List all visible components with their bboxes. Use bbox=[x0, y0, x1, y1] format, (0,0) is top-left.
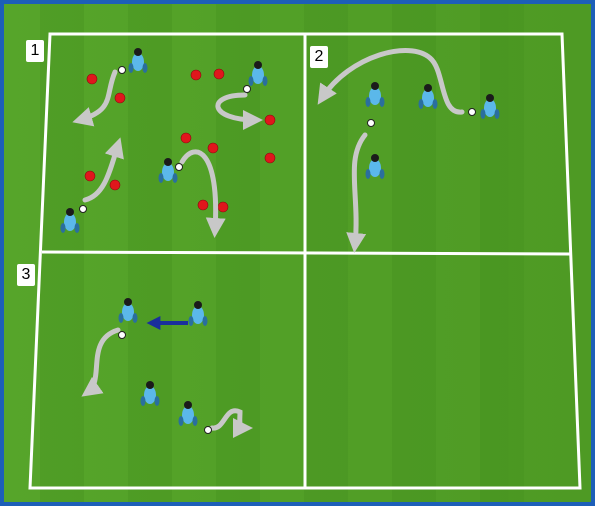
cone-marker-icon bbox=[208, 143, 218, 153]
zone-label-2: 2 bbox=[310, 46, 328, 68]
cone-marker-icon bbox=[265, 115, 275, 125]
cone-marker-icon bbox=[191, 70, 201, 80]
soccer-ball-icon bbox=[469, 109, 476, 116]
soccer-ball-icon bbox=[176, 164, 183, 171]
soccer-ball-icon bbox=[119, 67, 126, 74]
soccer-ball-icon bbox=[205, 427, 212, 434]
cone-marker-icon bbox=[87, 74, 97, 84]
zone-label-3: 3 bbox=[17, 264, 35, 286]
soccer-ball-icon bbox=[119, 332, 126, 339]
zone-label-1: 1 bbox=[26, 40, 44, 62]
soccer-ball-icon bbox=[80, 206, 87, 213]
cone-marker-icon bbox=[265, 153, 275, 163]
soccer-ball-icon bbox=[368, 120, 375, 127]
cone-marker-icon bbox=[110, 180, 120, 190]
cone-marker-icon bbox=[85, 171, 95, 181]
cone-marker-icon bbox=[198, 200, 208, 210]
soccer-ball-icon bbox=[244, 86, 251, 93]
cone-marker-icon bbox=[115, 93, 125, 103]
cone-marker-icon bbox=[218, 202, 228, 212]
cone-marker-icon bbox=[181, 133, 191, 143]
horizontal-divider bbox=[42, 252, 571, 254]
cone-marker-icon bbox=[214, 69, 224, 79]
